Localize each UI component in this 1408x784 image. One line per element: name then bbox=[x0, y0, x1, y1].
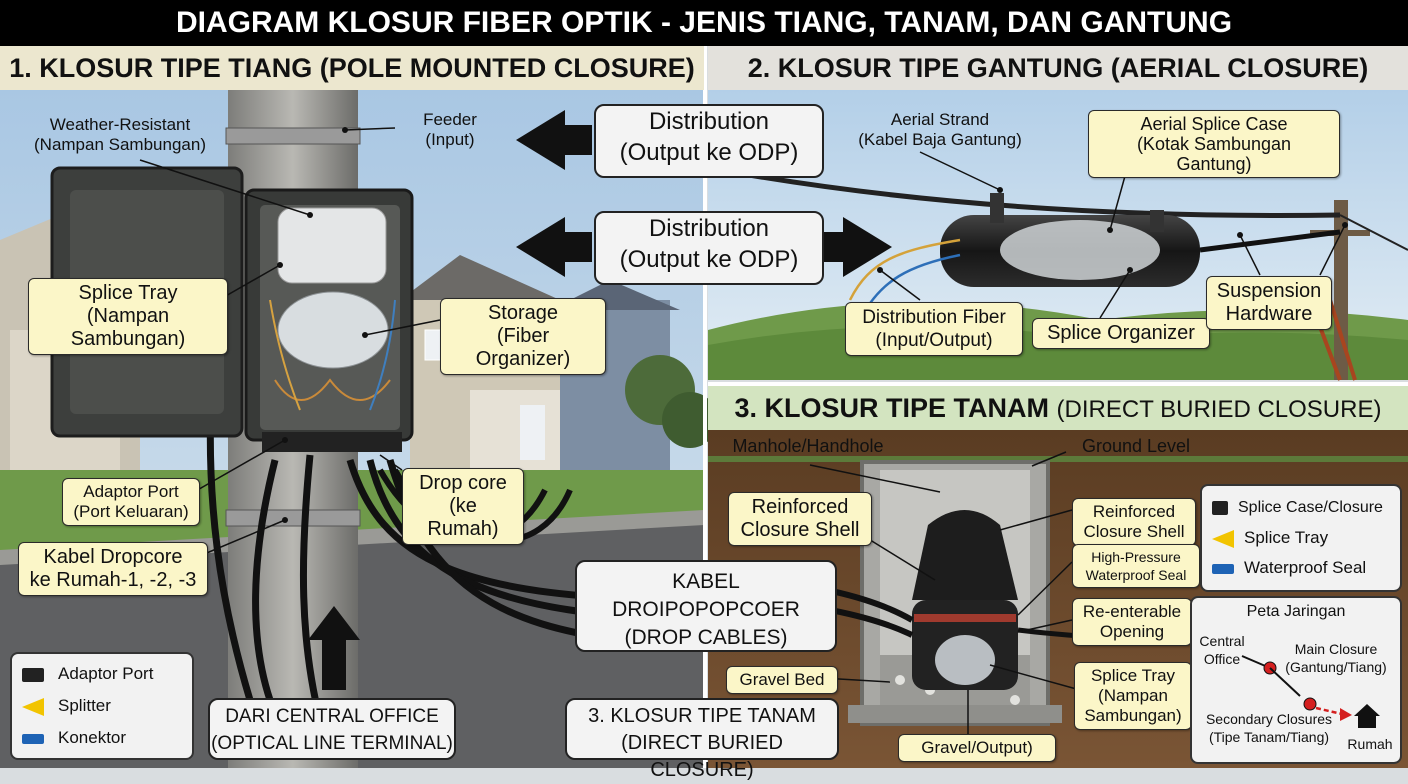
label-drop-core: Drop core (ke Rumah) bbox=[402, 468, 524, 545]
splice-tray-icon bbox=[1212, 529, 1234, 548]
splice-case-icon bbox=[1212, 500, 1228, 515]
drop-cables-box: KABEL DROIPOPOPCOER (DROP CABLES) bbox=[575, 560, 837, 652]
label-manhole: Manhole/Handhole bbox=[732, 436, 884, 456]
house-icon bbox=[1354, 704, 1380, 716]
label-feeder: Feeder (Input) bbox=[423, 110, 477, 149]
label-gravel-bed: Gravel Bed bbox=[726, 666, 838, 694]
distribution-box-middle: Distribution (Output ke ODP) bbox=[594, 211, 824, 285]
section-aerial-heading: 2. KLOSUR TIPE GANTUNG (AERIAL CLOSURE) bbox=[708, 46, 1408, 90]
legend-label: Waterproof Seal bbox=[1244, 558, 1367, 577]
splitter-icon bbox=[22, 697, 44, 716]
legend-label: Splitter bbox=[58, 696, 111, 715]
buried-closure-reference-box: 3. KLOSUR TIPE TANAM (DIRECT BURIED CLOS… bbox=[565, 698, 839, 781]
label-suspension-hardware: Suspension Hardware bbox=[1206, 276, 1332, 330]
page-title: DIAGRAM KLOSUR FIBER OPTIK - JENIS TIANG… bbox=[0, 0, 1408, 46]
legend-label: Splice Tray bbox=[1244, 528, 1329, 547]
network-map-secondary-closures: Secondary Closures (Tipe Tanam/Tiang) bbox=[1205, 711, 1333, 745]
legend-label: Konektor bbox=[58, 728, 127, 747]
label-splice-tray: Splice Tray (Nampan Sambungan) bbox=[28, 278, 228, 355]
label-weather-resistant: Weather-Resistant (Nampan Sambungan) bbox=[34, 115, 206, 154]
legend-item: Adaptor Port bbox=[22, 664, 153, 684]
distribution-box-top: Distribution (Output ke ODP) bbox=[594, 104, 824, 178]
label-storage: Storage (Fiber Organizer) bbox=[440, 298, 606, 375]
label-gravel-output: Gravel/Output) bbox=[898, 734, 1056, 762]
legend-item: Splice Tray bbox=[1212, 528, 1328, 548]
waterproof-seal-icon bbox=[1212, 563, 1234, 574]
konektor-icon bbox=[22, 733, 44, 744]
label-high-pressure-seal: High-Pressure Waterproof Seal bbox=[1072, 544, 1200, 588]
label-distribution-fiber: Distribution Fiber (Input/Output) bbox=[845, 302, 1023, 356]
label-reinforced-shell-left: Reinforced Closure Shell bbox=[728, 492, 872, 546]
label-splice-tray-buried: Splice Tray (Nampan Sambungan) bbox=[1074, 662, 1192, 730]
house-body bbox=[1358, 716, 1376, 728]
network-map: Peta Jaringan Central Office Main Closur… bbox=[1190, 596, 1402, 764]
section-pole-heading: 1. KLOSUR TIPE TIANG (POLE MOUNTED CLOSU… bbox=[0, 46, 704, 90]
label-reenterable-opening: Re-enterable Opening bbox=[1072, 598, 1192, 646]
network-map-lines bbox=[1241, 655, 1352, 721]
legend-item: Konektor bbox=[22, 728, 126, 748]
legend-item: Waterproof Seal bbox=[1212, 558, 1366, 578]
section-buried-heading-sub: (DIRECT BURIED CLOSURE) bbox=[1056, 396, 1382, 423]
legend-item: Splice Case/Closure bbox=[1212, 498, 1383, 518]
section-buried-heading: 3. KLOSUR TIPE TANAM (DIRECT BURIED CLOS… bbox=[708, 386, 1408, 430]
legend-label: Adaptor Port bbox=[58, 664, 154, 683]
label-splice-organizer: Splice Organizer bbox=[1032, 318, 1210, 349]
network-map-main-closure: Main Closure (Gantung/Tiang) bbox=[1285, 641, 1387, 675]
label-aerial-splice-case: Aerial Splice Case (Kotak Sambungan Gant… bbox=[1088, 110, 1340, 178]
from-central-office-box: DARI CENTRAL OFFICE (OPTICAL LINE TERMIN… bbox=[208, 698, 456, 760]
network-map-title: Peta Jaringan bbox=[1246, 603, 1346, 620]
network-map-rumah: Rumah bbox=[1347, 736, 1393, 752]
legend-pole: Adaptor Port Splitter Konektor bbox=[10, 652, 194, 760]
legend-buried: Splice Case/Closure Splice Tray Waterpro… bbox=[1200, 484, 1402, 592]
network-map-central-office: Central Office bbox=[1199, 633, 1245, 667]
legend-item: Splitter bbox=[22, 696, 111, 716]
section-buried-heading-main: 3. KLOSUR TIPE TANAM bbox=[734, 393, 1050, 423]
adaptor-port-icon bbox=[22, 667, 44, 682]
label-aerial-strand: Aerial Strand (Kabel Baja Gantung) bbox=[858, 110, 1022, 149]
label-ground-level: Ground Level bbox=[1081, 436, 1191, 456]
label-reinforced-shell-right: Reinforced Closure Shell bbox=[1072, 498, 1196, 546]
label-kabel-dropcore: Kabel Dropcore ke Rumah-1, -2, -3 bbox=[18, 542, 208, 596]
label-adaptor-port: Adaptor Port (Port Keluaran) bbox=[62, 478, 200, 526]
legend-label: Splice Case/Closure bbox=[1238, 499, 1383, 516]
